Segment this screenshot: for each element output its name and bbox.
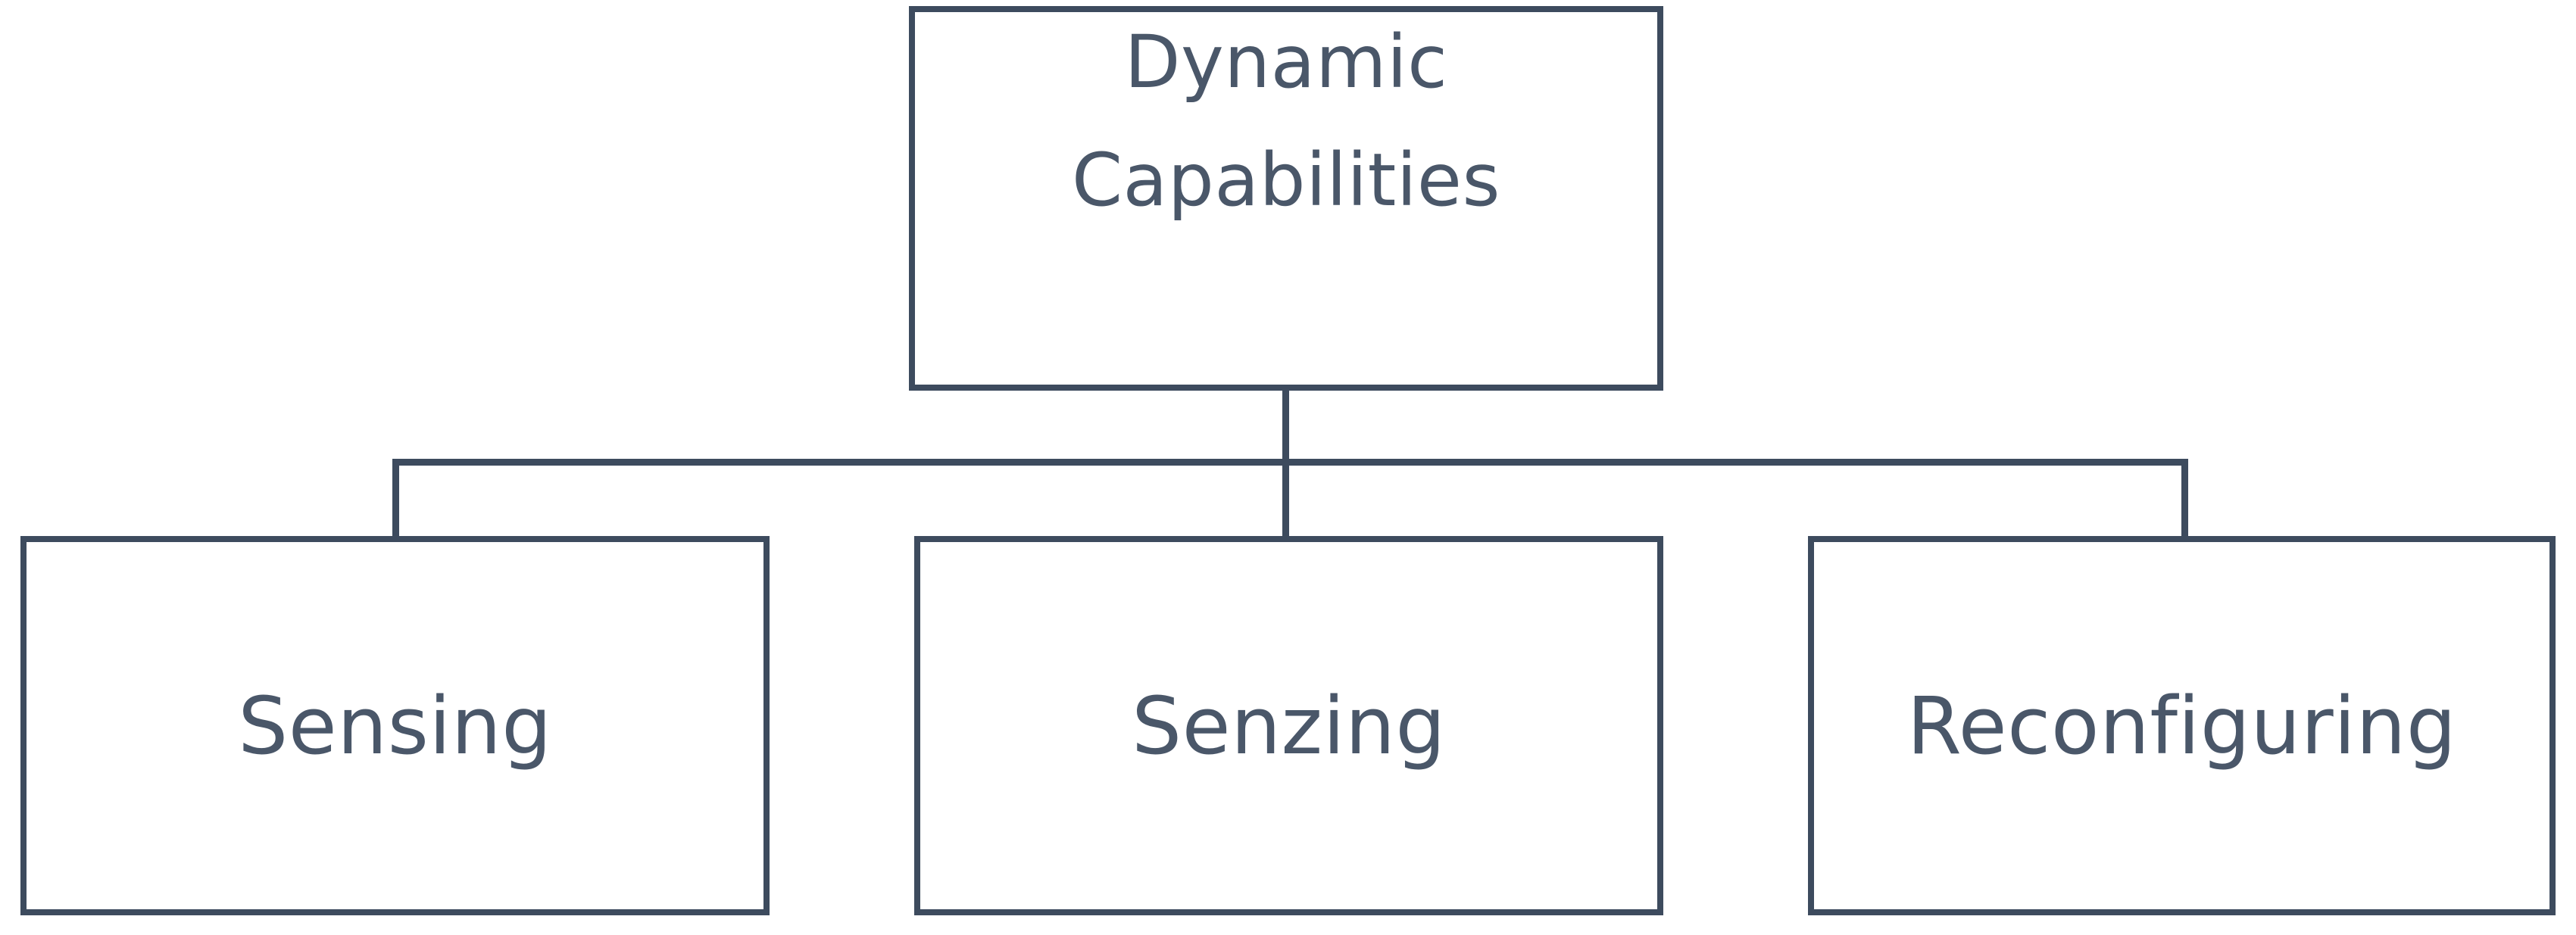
connector-drop-sensing xyxy=(392,459,399,539)
connector-drop-senzing xyxy=(1282,459,1289,539)
node-senzing[interactable]: Senzing xyxy=(914,536,1663,915)
connector-root-stem xyxy=(1282,389,1289,462)
node-root-label-line-2: Capabilities xyxy=(1072,138,1500,223)
node-senzing-label: Senzing xyxy=(1132,679,1446,772)
node-reconfiguring[interactable]: Reconfiguring xyxy=(1808,536,2556,915)
node-sensing-label: Sensing xyxy=(238,679,552,772)
node-root-label-line-1: Dynamic xyxy=(1124,20,1448,104)
node-sensing[interactable]: Sensing xyxy=(20,536,770,915)
node-reconfiguring-label: Reconfiguring xyxy=(1906,679,2457,772)
connector-drop-reconfiguring xyxy=(2181,459,2188,539)
node-dynamic-capabilities[interactable]: Dynamic Capabilities xyxy=(909,6,1663,391)
connector-horizontal-bus xyxy=(392,459,2188,466)
